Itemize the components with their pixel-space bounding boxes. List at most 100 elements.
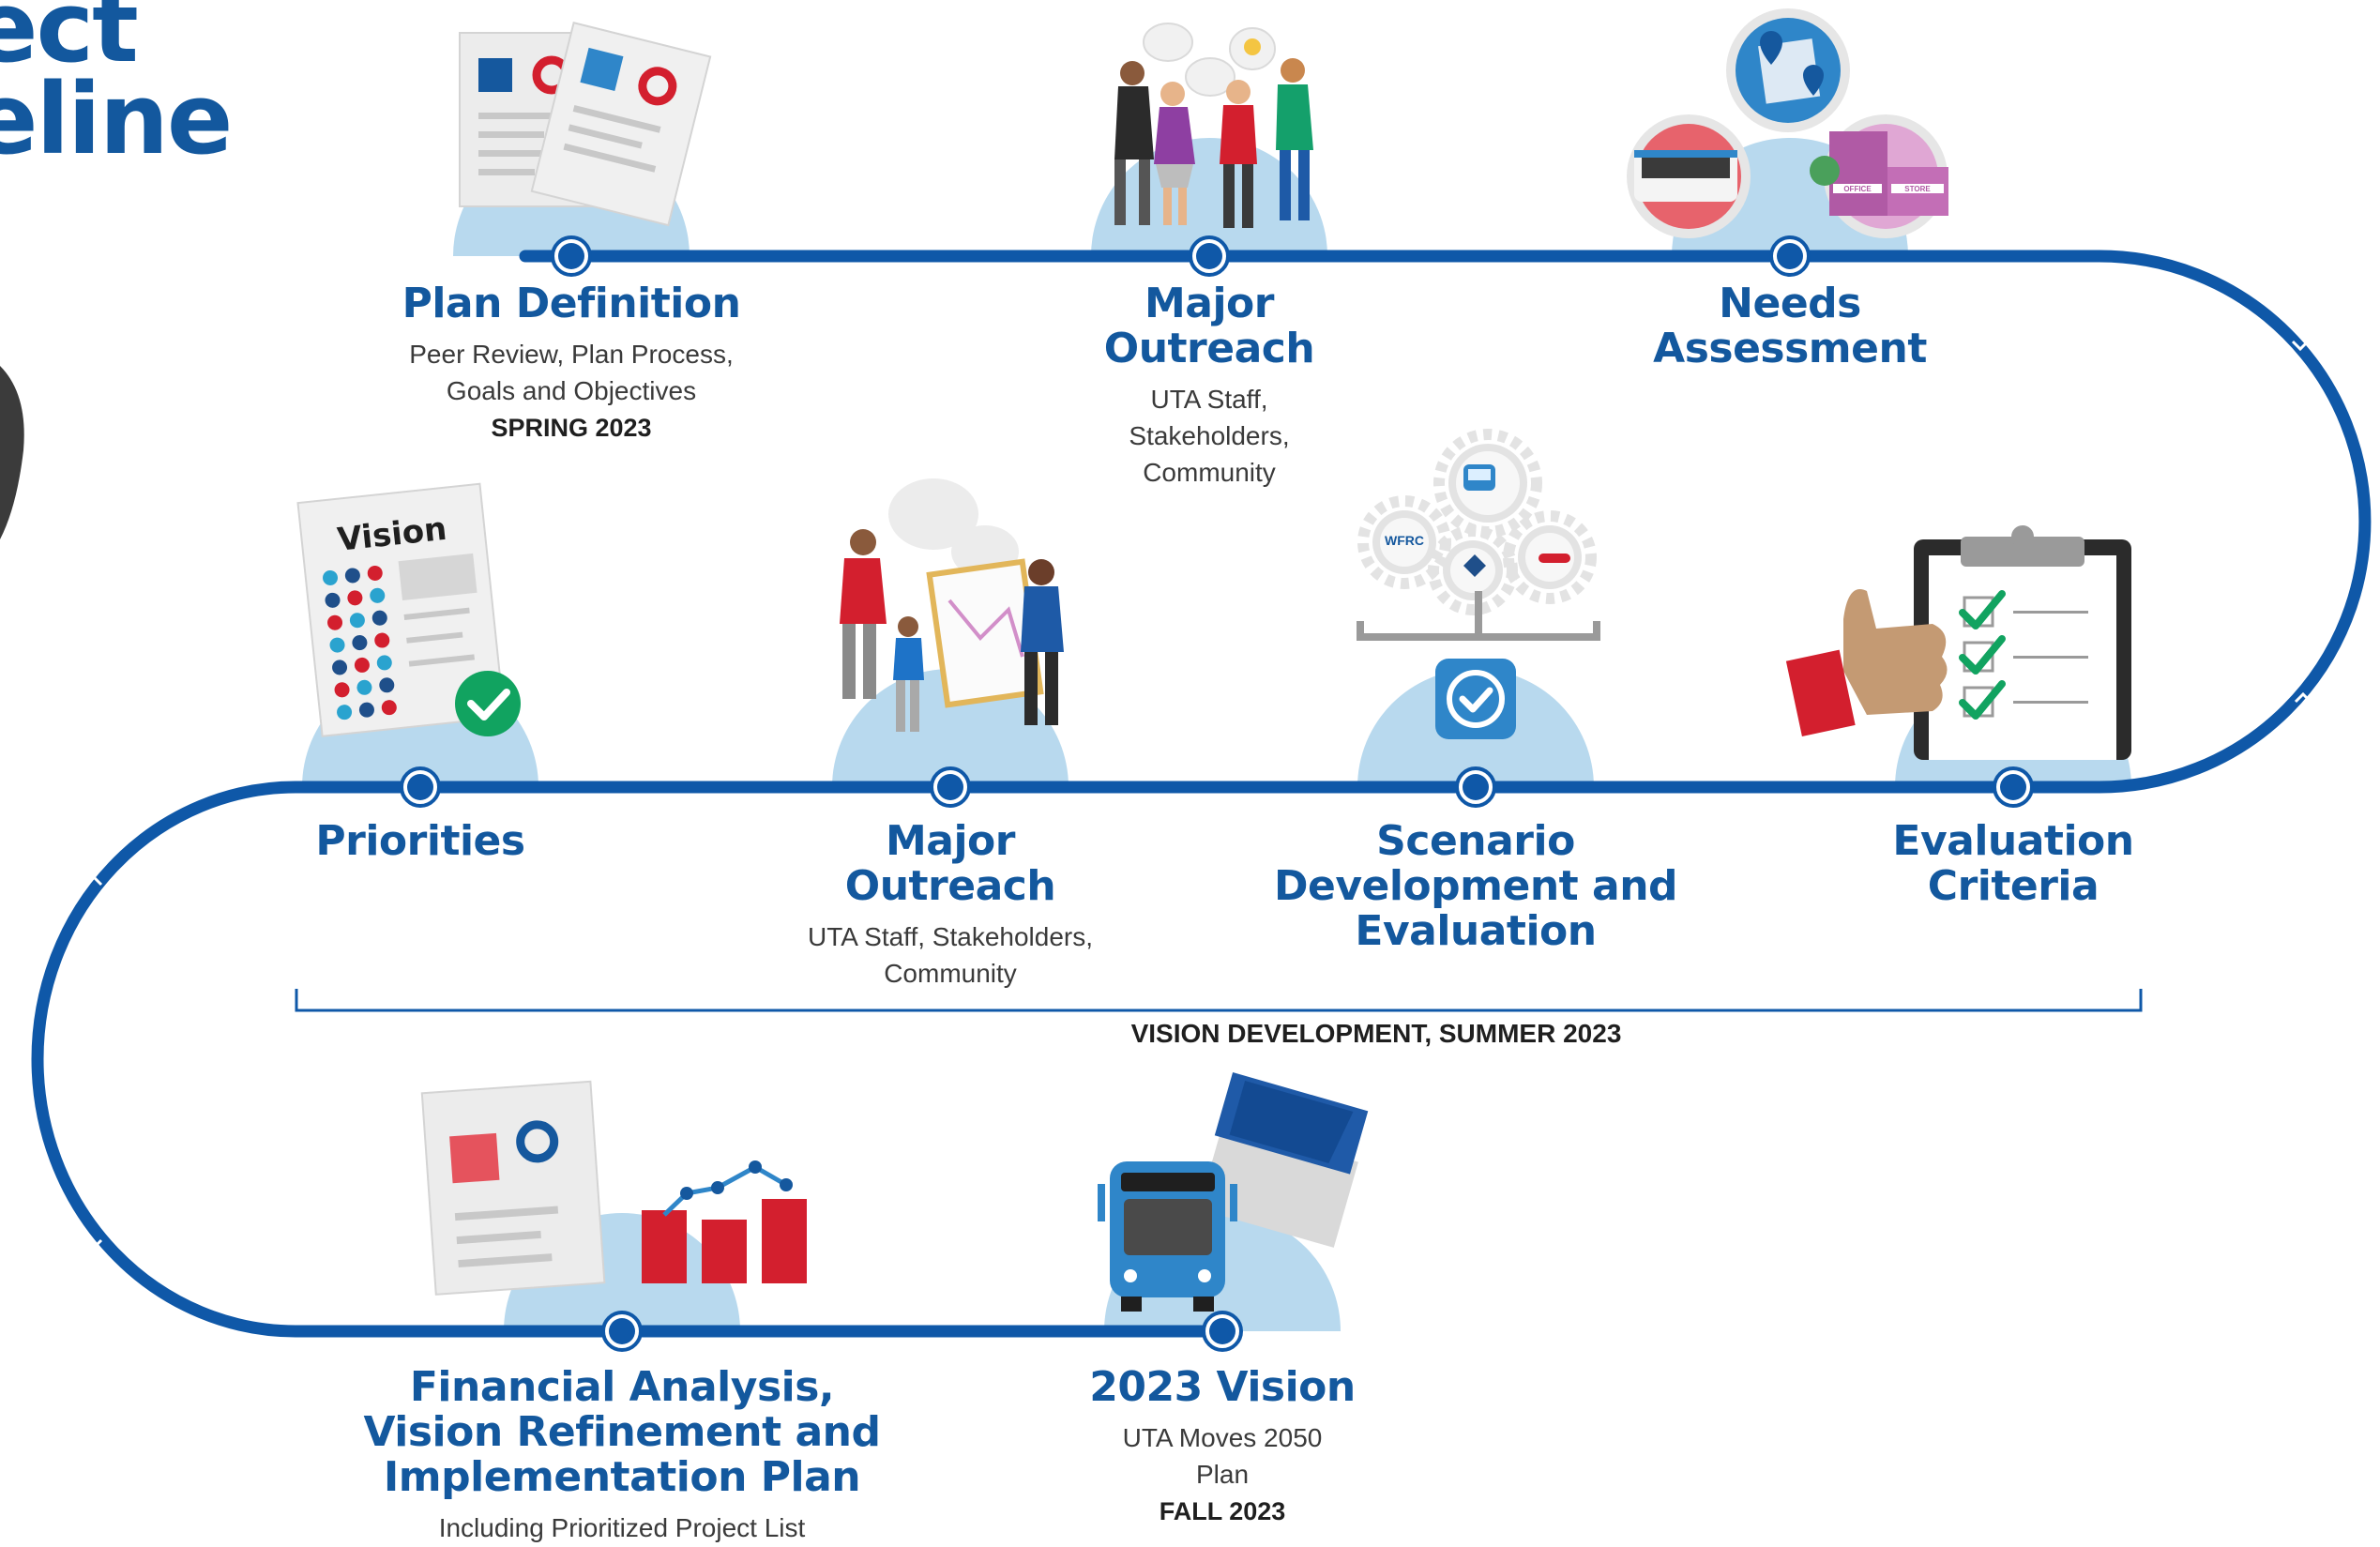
gear-teeth: [1503, 510, 1597, 604]
vision-dot: [334, 682, 350, 698]
milestone-title-line: Vision Refinement and: [363, 1408, 882, 1456]
milestone-title-line: Plan Definition: [402, 280, 741, 327]
family-easel-icon: [840, 478, 1064, 732]
milestone-title-line: Major: [885, 817, 1016, 865]
vision-dot: [371, 610, 387, 626]
milestone-title-line: Outreach: [1103, 325, 1315, 372]
milestone-title-line: Needs: [1719, 280, 1861, 327]
vision-dot: [349, 613, 365, 629]
left-edge-shape: [0, 366, 24, 539]
milestone-title-line: Evaluation: [1892, 817, 2134, 865]
milestone-description: UTA Staff, Stakeholders,Community: [808, 918, 1093, 992]
milestone-description-line: Peer Review, Plan Process,: [409, 340, 734, 369]
checklist-line: [2013, 611, 2088, 614]
documents-icon: [459, 22, 712, 227]
page-title-line-1: ect: [0, 0, 139, 84]
people-talking-icon: [1114, 23, 1313, 228]
milestone-description-line: UTA Staff, Stakeholders,: [807, 922, 1094, 951]
node-evaluation-criteria: [2000, 774, 2026, 800]
milestone-description-line: Including Prioritized Project List: [438, 1513, 806, 1542]
check-icon: [1959, 590, 2006, 629]
vision-dot: [374, 632, 390, 648]
check-icon: [1959, 635, 2006, 675]
vision-dot: [344, 568, 360, 584]
clipboard-thumbs-up-icon: [1785, 525, 2131, 760]
gear-teeth: [1428, 525, 1518, 615]
node-vision-2023: [1209, 1318, 1235, 1344]
node-scenario-development: [1463, 774, 1489, 800]
vision-dot: [337, 705, 353, 720]
milestone-description-line: UTA Staff,: [1150, 385, 1268, 414]
milestone-title-line: Scenario: [1376, 817, 1575, 865]
node-financial-analysis: [609, 1318, 635, 1344]
page-title: ect eline: [0, 0, 233, 176]
vision-dot: [356, 679, 372, 695]
node-major-outreach-1: [1196, 243, 1222, 269]
milestone-title-line: Assessment: [1653, 325, 1927, 372]
office-sign-text: OFFICE: [1843, 185, 1872, 193]
vision-dot: [379, 677, 395, 693]
wfrc-gear-text: WFRC: [1385, 533, 1424, 548]
vision-dot: [381, 700, 397, 716]
track-chevron-3: [84, 1238, 103, 1251]
vision-dot: [354, 657, 370, 673]
node-needs-assessment: [1777, 243, 1803, 269]
vision-dot: [347, 590, 363, 606]
check-icon: [1959, 680, 2006, 720]
track-chevron-0: [2291, 340, 2310, 352]
milestone-financial-analysis: Financial Analysis,Vision Refinement and…: [363, 1363, 882, 1546]
milestone-title-line: 2023 Vision: [1089, 1363, 1356, 1411]
track-chevron-2: [84, 874, 103, 887]
bus-book-icon: [1098, 1072, 1369, 1312]
vision-development-bracket: [295, 989, 2143, 1012]
milestone-title-line: Outreach: [844, 862, 1056, 910]
node-major-outreach-2: [937, 774, 963, 800]
milestone-date: SPRING 2023: [491, 414, 652, 442]
vision-dot: [367, 565, 383, 581]
report-chart-icon: [420, 1080, 807, 1296]
milestone-priorities: Priorities: [315, 817, 525, 865]
vision-dot: [358, 702, 374, 718]
timeline-track: [31, 250, 2372, 1338]
page-title-line-2: eline: [0, 62, 233, 176]
vision-dot: [352, 635, 368, 651]
store-sign-text: STORE: [1904, 185, 1931, 193]
track-chevron-1: [2294, 691, 2312, 704]
vision-document-icon: Vision: [296, 482, 521, 737]
milestone-description-line: Plan: [1195, 1460, 1250, 1489]
vision-dot: [327, 614, 343, 630]
transit-map-buildings-icon: OFFICE STORE: [1627, 8, 1948, 238]
milestone-description-line: Goals and Objectives: [446, 376, 697, 405]
vision-development-label: VISION DEVELOPMENT, SUMMER 2023: [1130, 1019, 1622, 1048]
milestone-title-line: Criteria: [1927, 862, 2100, 910]
milestone-date: FALL 2023: [1159, 1497, 1286, 1525]
vision-dot: [329, 637, 345, 653]
checklist-line: [2013, 656, 2088, 659]
milestone-title-line: Major: [1145, 280, 1275, 327]
milestone-title-line: Development and: [1273, 862, 1678, 910]
vision-dot: [325, 592, 341, 608]
milestone-description-line: UTA Moves 2050: [1122, 1423, 1323, 1452]
node-plan-definition: [558, 243, 584, 269]
vision-dot: [376, 655, 392, 671]
milestone-description: Peer Review, Plan Process, Goals and Obje…: [402, 336, 741, 409]
milestone-title-line: Financial Analysis,: [409, 1363, 835, 1411]
vision-dot: [332, 660, 348, 675]
milestone-description: Including Prioritized Project List: [364, 1509, 881, 1546]
milestone-title-line: Implementation Plan: [383, 1453, 861, 1501]
gears-check-icon: WFRC: [1357, 429, 1600, 739]
milestone-title-line: Evaluation: [1355, 907, 1597, 955]
node-priorities: [407, 774, 433, 800]
vision-dot: [370, 587, 386, 603]
gear-center: [1380, 518, 1429, 567]
milestone-description-line: Stakeholders,: [1129, 421, 1290, 450]
milestone-title-line: Priorities: [315, 817, 525, 865]
